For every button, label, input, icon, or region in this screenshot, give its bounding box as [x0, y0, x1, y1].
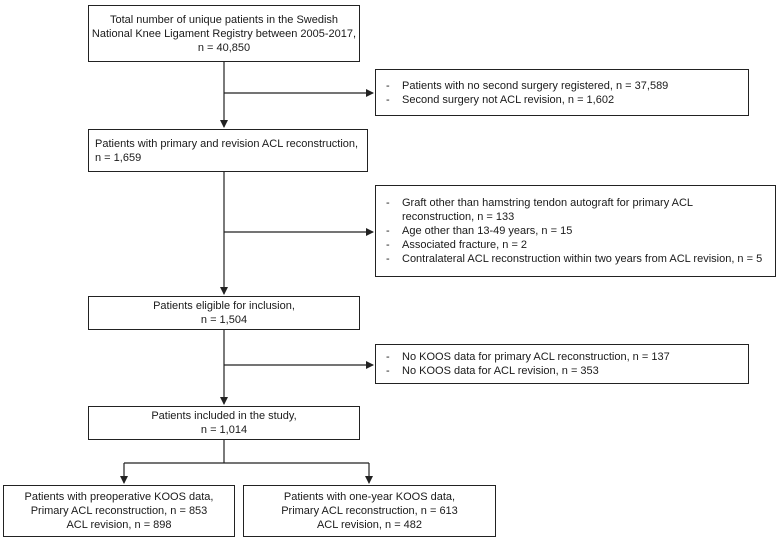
exclusion-3-item: - No KOOS data for ACL revision, n = 353	[386, 365, 599, 377]
exclusion-2-item: - Graft other than hamstring tendon auto…	[386, 197, 694, 223]
exclusion-2-item: - Age other than 13-49 years, n = 15	[386, 225, 573, 237]
eligible-line-1: Patients eligible for inclusion,	[153, 300, 295, 312]
exclusion-box-3: - No KOOS data for primary ACL reconstru…	[375, 344, 749, 384]
exclusion-1-item: - Patients with no second surgery regist…	[386, 79, 669, 92]
exclusion-3-item: - No KOOS data for primary ACL reconstru…	[386, 351, 670, 363]
total-line-3: n = 40,850	[197, 41, 251, 54]
eligible-line-2: n = 1,504	[200, 314, 248, 326]
one-year-line-1: Patients with one-year KOOS data,	[283, 491, 456, 503]
preoperative-line-1: Patients with preoperative KOOS data,	[24, 491, 214, 503]
one-year-line-3: ACL revision, n = 482	[316, 519, 423, 531]
exclusion-box-2: - Graft other than hamstring tendon auto…	[375, 185, 776, 277]
included-line-1: Patients included in the study,	[151, 410, 297, 422]
one-year-koos-box: Patients with one-year KOOS data, Primar…	[243, 485, 496, 537]
one-year-line-2: Primary ACL reconstruction, n = 613	[281, 505, 458, 517]
included-line-2: n = 1,014	[200, 424, 248, 436]
exclusion-2-item: - Associated fracture, n = 2	[386, 239, 528, 251]
exclusion-2-item: - Contralateral ACL reconstruction withi…	[386, 253, 763, 265]
primary-revision-line-1: Patients with primary and revision ACL r…	[95, 137, 359, 150]
preoperative-koos-box: Patients with preoperative KOOS data, Pr…	[3, 485, 235, 537]
total-line-2: National Knee Ligament Registry between …	[91, 27, 357, 40]
preoperative-line-3: ACL revision, n = 898	[66, 519, 172, 531]
exclusion-1-item: - Second surgery not ACL revision, n = 1…	[386, 93, 615, 106]
primary-revision-box: Patients with primary and revision ACL r…	[88, 129, 368, 172]
preoperative-line-2: Primary ACL reconstruction, n = 853	[30, 505, 208, 517]
primary-revision-line-2: n = 1,659	[95, 151, 142, 164]
eligible-box: Patients eligible for inclusion, n = 1,5…	[88, 296, 360, 330]
included-box: Patients included in the study, n = 1,01…	[88, 406, 360, 440]
exclusion-box-1: - Patients with no second surgery regist…	[375, 69, 749, 116]
total-line-1: Total number of unique patients in the S…	[109, 13, 339, 26]
total-patients-box: Total number of unique patients in the S…	[88, 5, 360, 62]
